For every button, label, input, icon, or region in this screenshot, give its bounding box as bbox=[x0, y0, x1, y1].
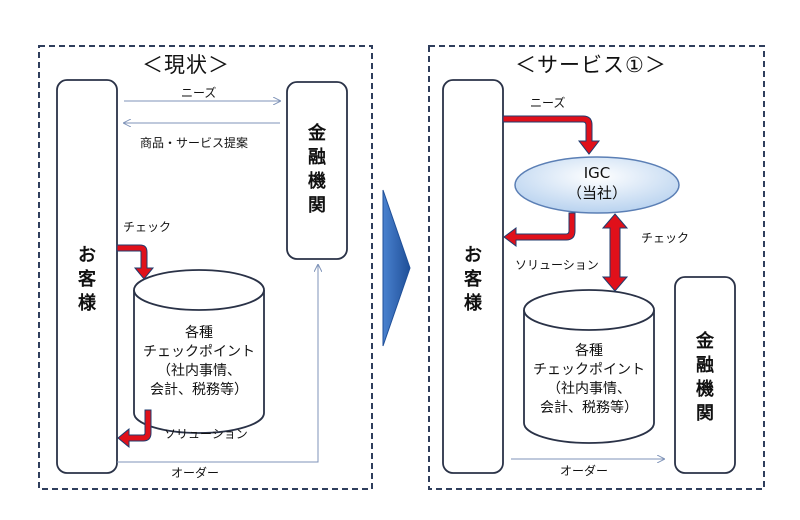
left-solution-label: ソリューション bbox=[164, 427, 248, 441]
left-products-label: 商品・サービス提案 bbox=[140, 136, 249, 150]
right-bank-label: 金融機関 bbox=[696, 331, 714, 424]
right-needs-label: ニーズ bbox=[530, 96, 566, 110]
igc-ellipse bbox=[514, 156, 680, 214]
right-panel-frame bbox=[428, 45, 765, 490]
right-checkpoint-cylinder bbox=[523, 289, 655, 444]
left-check-red-arrow bbox=[116, 244, 155, 280]
left-order-label: オーダー bbox=[171, 466, 220, 480]
left-checkpoint-line1: 各種 bbox=[185, 325, 213, 341]
right-bank-box bbox=[674, 276, 736, 474]
right-check-double-arrow bbox=[601, 213, 629, 292]
right-checkpoint-line3: （社内事情、 bbox=[547, 381, 631, 397]
igc-label: IGC bbox=[583, 164, 611, 182]
right-customer-box bbox=[442, 79, 504, 474]
left-customer-label: お客様 bbox=[78, 245, 96, 314]
right-checkpoint-line1: 各種 bbox=[575, 343, 603, 359]
igc-sublabel: （当社） bbox=[566, 184, 627, 202]
left-checkpoint-text: 各種 チェックポイント （社内事情、 会計、税務等） bbox=[134, 324, 264, 400]
left-customer-box bbox=[56, 79, 118, 474]
left-panel-title: ＜現状＞ bbox=[142, 53, 230, 77]
left-checkpoint-line4: 会計、税務等） bbox=[150, 382, 248, 398]
right-customer-label: お客様 bbox=[464, 245, 482, 314]
chevron-right-icon bbox=[382, 189, 411, 347]
right-panel-title: ＜サービス①＞ bbox=[515, 53, 667, 77]
left-bank-label: 金融機関 bbox=[308, 123, 326, 216]
right-checkpoint-line2: チェックポイント bbox=[533, 362, 645, 378]
left-solution-red-arrow bbox=[117, 409, 152, 449]
igc-text: IGC （当社） bbox=[547, 163, 647, 203]
left-checkpoint-line2: チェックポイント bbox=[143, 344, 255, 360]
right-solution-red-arrow bbox=[503, 212, 576, 247]
left-order-arrow bbox=[117, 265, 318, 463]
left-panel-frame bbox=[38, 45, 373, 490]
right-order-label: オーダー bbox=[560, 464, 609, 478]
left-bank-box bbox=[286, 81, 348, 260]
left-checkpoint-cylinder bbox=[133, 269, 265, 434]
right-check-label: チェック bbox=[641, 231, 690, 245]
right-solution-label: ソリューション bbox=[515, 258, 599, 272]
right-checkpoint-line4: 会計、税務等） bbox=[540, 400, 638, 416]
left-needs-label: ニーズ bbox=[181, 86, 217, 100]
left-checkpoint-line3: （社内事情、 bbox=[157, 363, 241, 379]
left-check-label: チェック bbox=[123, 220, 172, 234]
right-checkpoint-text: 各種 チェックポイント （社内事情、 会計、税務等） bbox=[524, 342, 654, 418]
right-needs-red-arrow bbox=[502, 115, 601, 155]
